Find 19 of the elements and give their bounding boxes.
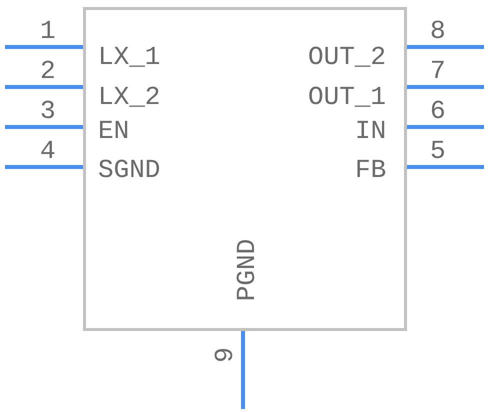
pin-number: 1 [40,18,56,44]
pin-number: 8 [430,18,446,44]
pin-number: 7 [430,58,446,84]
pin-number: 6 [430,98,446,124]
pin-number: 9 [212,347,238,363]
pin-name: PGND [234,238,260,302]
pin-name: IN [355,118,386,144]
pin-name: LX_2 [98,84,160,110]
pin-number: 3 [40,98,56,124]
pin-name: FB [355,157,386,183]
pin-name: EN [98,118,130,144]
pin-number: 2 [40,58,56,84]
pin-number: 4 [40,138,56,164]
pin-name: OUT_2 [308,44,386,70]
pin-name: OUT_1 [308,84,386,110]
pin-number: 5 [430,138,446,164]
pin-name: SGND [98,157,160,183]
pin-name: LX_1 [98,44,160,70]
chip-body [83,7,407,331]
